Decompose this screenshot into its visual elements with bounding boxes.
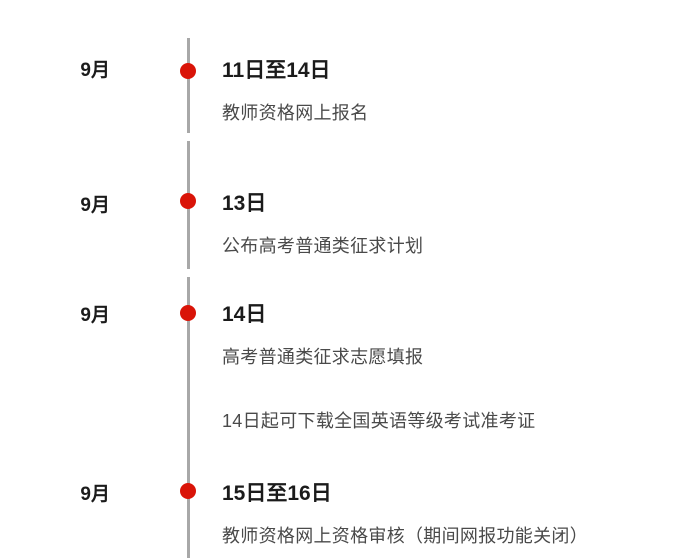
timeline-line-segment <box>187 455 190 558</box>
entry-description: 14日起可下载全国英语等级考试准考证 <box>222 411 536 431</box>
entry-description: 教师资格网上报名 <box>222 103 369 123</box>
timeline-marker-dot <box>180 305 196 321</box>
entry-month-label: 9月 <box>80 60 110 81</box>
timeline-axis <box>180 141 196 311</box>
entry-month-label: 9月 <box>80 305 110 326</box>
timeline-entry: 9月 11日至14日 教师资格网上报名 <box>0 0 674 170</box>
entry-title: 11日至14日 <box>222 59 331 82</box>
entry-description: 教师资格网上资格审核（期间网报功能关闭） <box>222 526 588 546</box>
timeline-entry: 9月 15日至16日 教师资格网上资格审核（期间网报功能关闭） <box>0 455 674 558</box>
entry-description: 高考普通类征求志愿填报 <box>222 347 424 367</box>
timeline-marker-dot <box>180 483 196 499</box>
timeline-axis <box>180 455 196 558</box>
timeline-line-segment <box>187 277 190 477</box>
timeline-line-segment <box>187 38 190 133</box>
timeline-axis <box>180 0 196 170</box>
entry-description: 公布高考普通类征求计划 <box>222 236 424 256</box>
entry-title: 15日至16日 <box>222 482 332 505</box>
entry-title: 14日 <box>222 303 267 326</box>
timeline-axis <box>180 277 196 477</box>
entry-month-label: 9月 <box>80 484 110 505</box>
entry-month-label: 9月 <box>80 195 110 216</box>
timeline-marker-dot <box>180 63 196 79</box>
timeline-entry: 9月 13日 公布高考普通类征求计划 <box>0 141 674 311</box>
entry-title: 13日 <box>222 192 267 215</box>
timeline-marker-dot <box>180 193 196 209</box>
timeline-entry: 9月 14日 高考普通类征求志愿填报 14日起可下载全国英语等级考试准考证 <box>0 277 674 477</box>
